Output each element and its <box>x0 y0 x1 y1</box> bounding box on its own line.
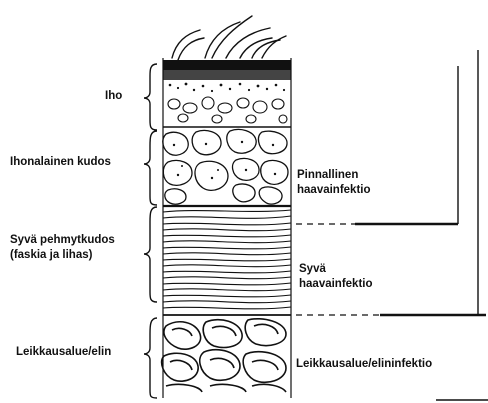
deep-tissue-bracket <box>144 207 157 302</box>
label-subcutaneous-tissue: Ihonalainen kudos <box>10 155 111 170</box>
label-superficial-infection: Pinnallinen haavainfektio <box>297 168 371 198</box>
label-superficial-infection-line-2: haavainfektio <box>297 183 371 198</box>
label-deep-soft-tissue-line-2: (faskia ja lihas) <box>10 248 115 263</box>
tissue-column <box>162 58 291 398</box>
label-deep-soft-tissue: Syvä pehmytkudos (faskia ja lihas) <box>10 233 115 263</box>
label-deep-infection-line-1: Syvä <box>299 262 373 277</box>
label-deep-infection: Syvä haavainfektio <box>299 262 373 292</box>
layer-brackets <box>144 64 157 398</box>
hair-strands <box>172 16 286 60</box>
skin-bracket <box>144 64 157 130</box>
label-organ-space: Leikkausalue/elin <box>16 345 111 360</box>
label-superficial-infection-line-1: Pinnallinen <box>297 168 371 183</box>
label-organ-space-infection: Leikkausalue/elininfektio <box>296 357 432 372</box>
infection-extent-lines <box>296 50 488 400</box>
label-deep-infection-line-2: haavainfektio <box>299 277 373 292</box>
organ-bracket <box>144 318 157 398</box>
label-skin: Iho <box>105 89 122 104</box>
subcutaneous-bracket <box>144 131 157 205</box>
label-deep-soft-tissue-line-1: Syvä pehmytkudos <box>10 233 115 248</box>
muscle-layer <box>163 210 291 309</box>
skin-layer <box>163 60 291 127</box>
organ-layer <box>162 319 286 392</box>
